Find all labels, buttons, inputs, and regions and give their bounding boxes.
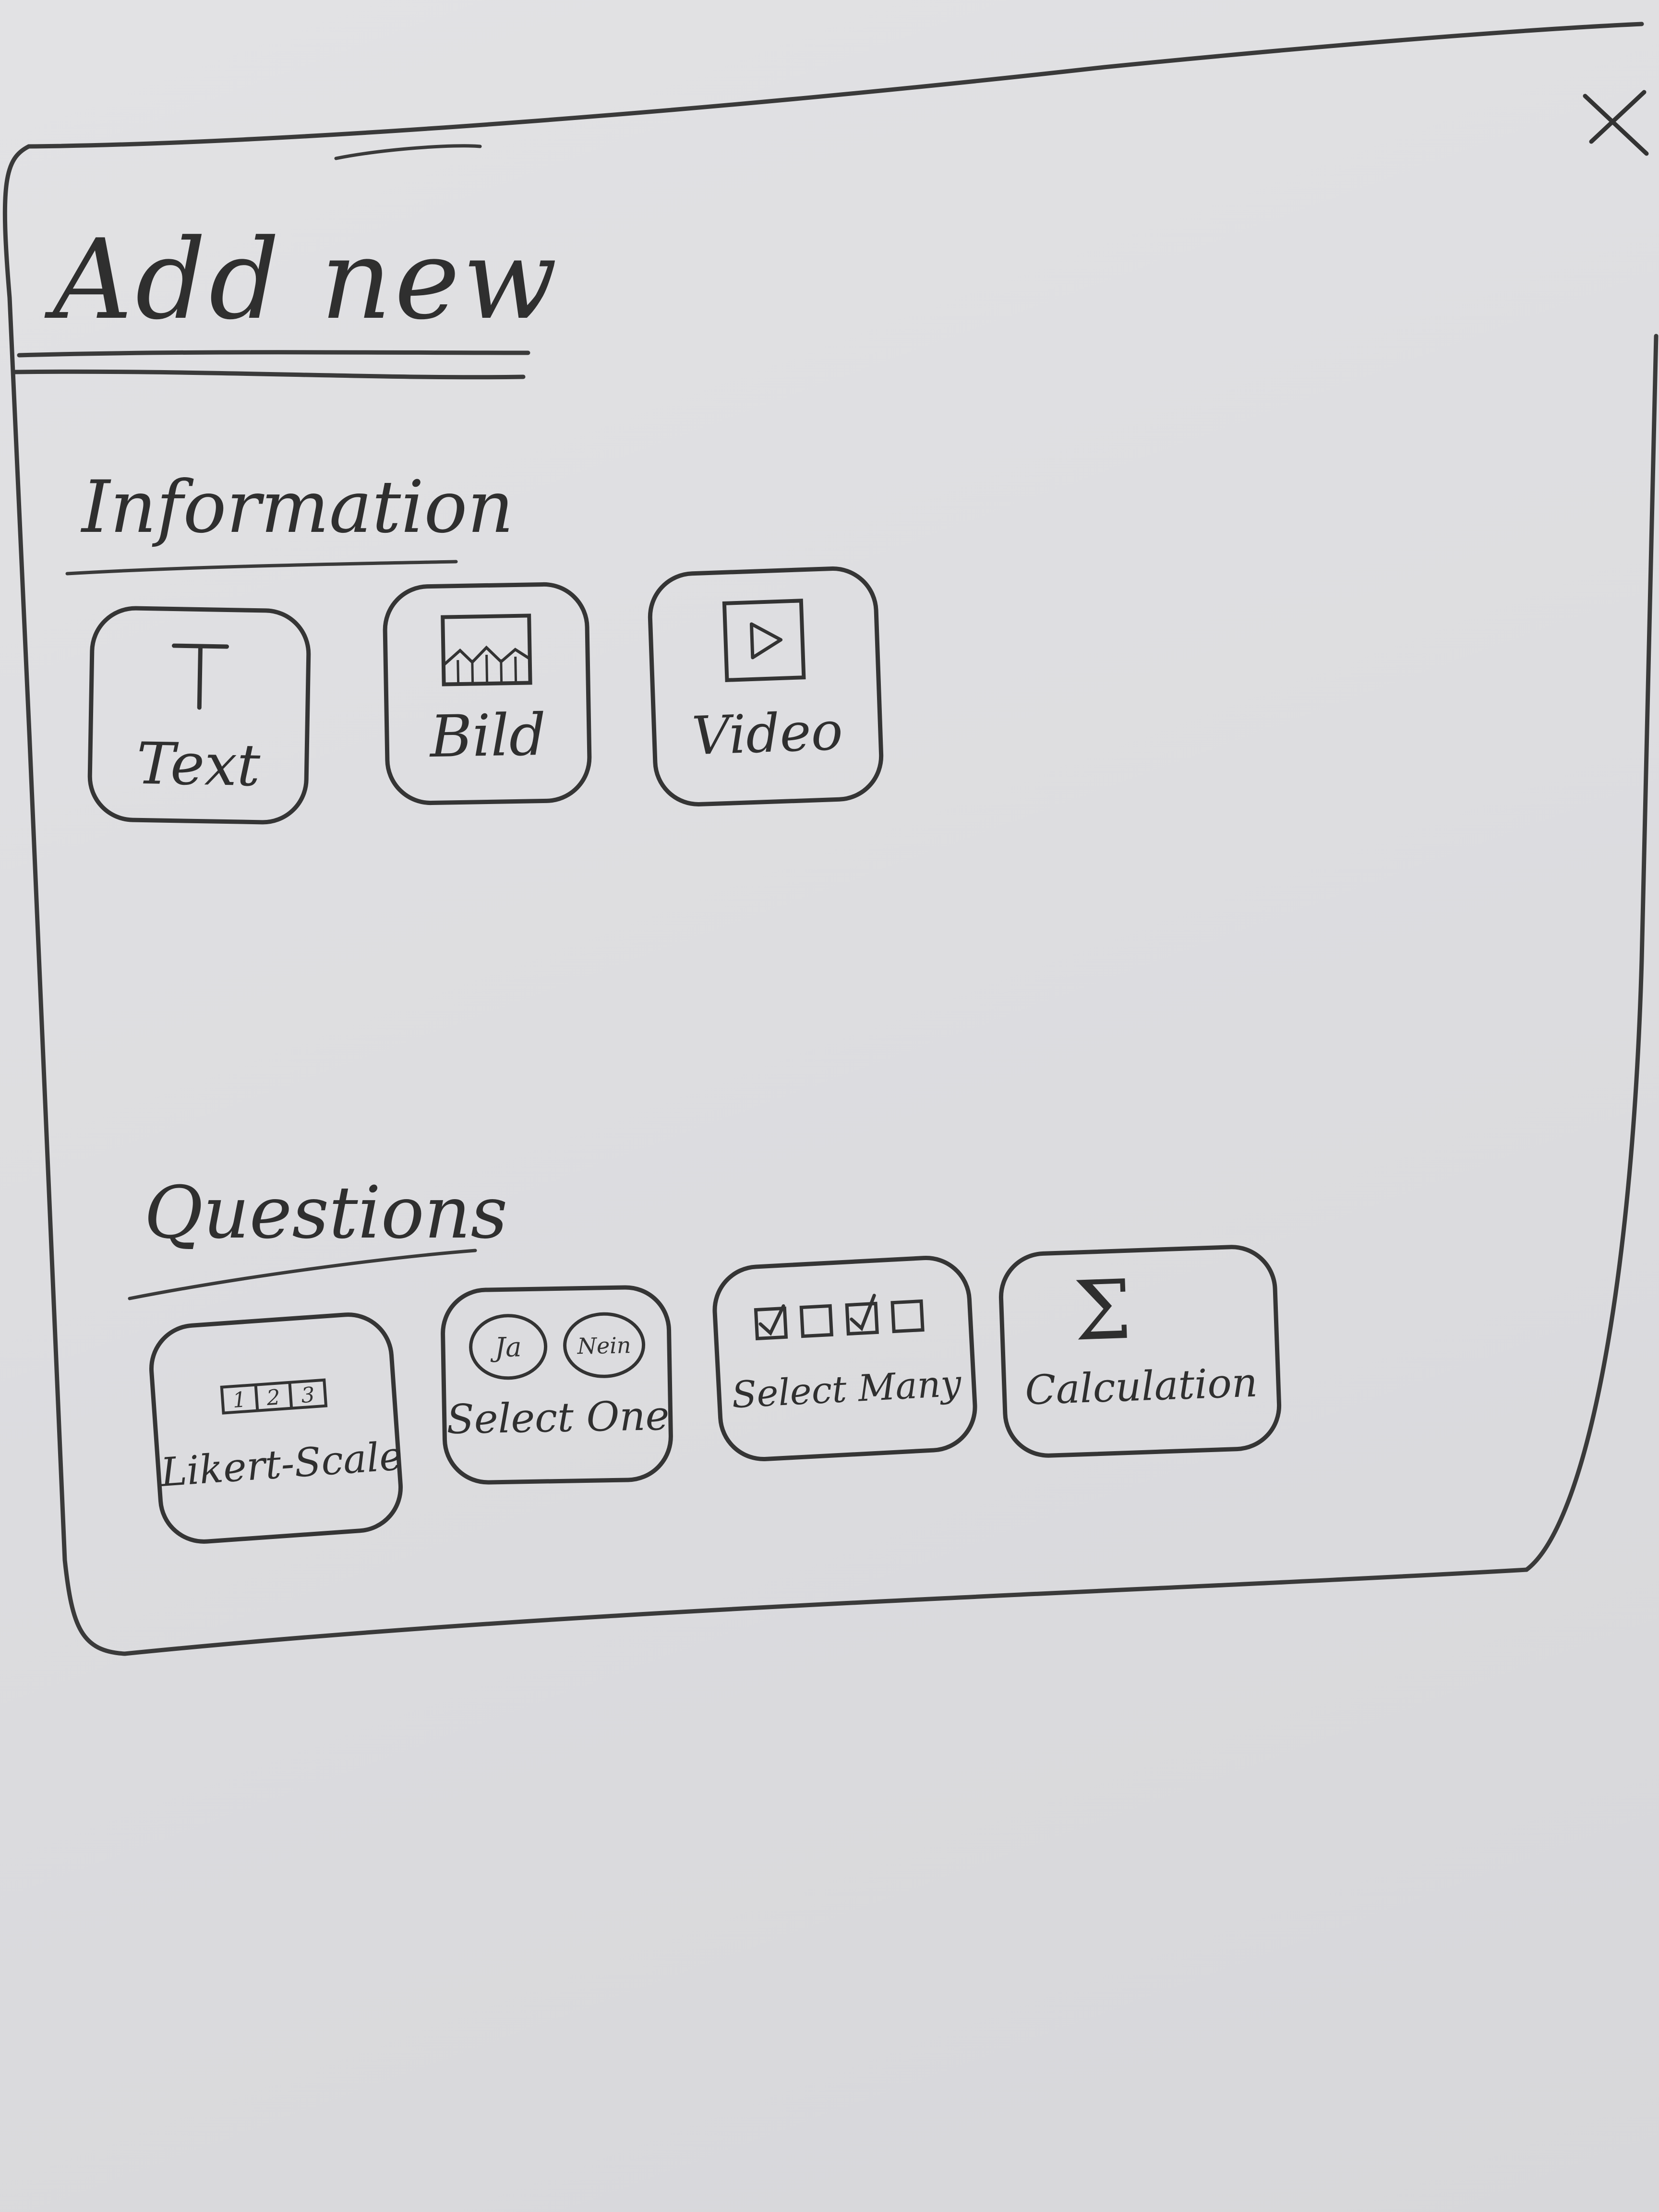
add-likert-scale-tile[interactable]: 1 2 3 Likert-Scale <box>146 1309 406 1547</box>
text-icon <box>172 643 229 710</box>
close-icon <box>1583 90 1649 156</box>
tile-label-likert-scale: Likert-Scale <box>159 1433 404 1496</box>
select-one-icon: Ja Nein <box>469 1312 646 1380</box>
questions-heading: Questions <box>144 1171 508 1255</box>
information-heading: Information <box>82 466 514 549</box>
tile-label-image: Bild <box>429 701 547 771</box>
tile-label-video: Video <box>691 700 844 767</box>
select-one-option: Nein <box>577 1332 631 1359</box>
select-one-option: Ja <box>490 1332 522 1363</box>
likert-scale-value: 3 <box>301 1382 315 1408</box>
add-select-one-tile[interactable]: Ja Nein Select One <box>440 1284 674 1486</box>
tile-label-calculation: Calculation <box>1024 1358 1259 1414</box>
tile-label-select-one: Select One <box>446 1392 670 1443</box>
add-calculation-tile[interactable]: Σ Calculation <box>997 1243 1283 1459</box>
likert-scale-value: 1 <box>232 1387 247 1413</box>
add-image-tile[interactable]: Bild <box>382 581 592 806</box>
video-icon <box>722 599 806 682</box>
dialog-title: Add new <box>53 216 560 344</box>
image-icon <box>441 613 532 686</box>
tile-label-select-many: Select Many <box>731 1361 962 1417</box>
likert-scale-icon: 1 2 3 <box>220 1378 328 1415</box>
close-button[interactable] <box>1579 86 1651 158</box>
select-many-icon <box>754 1294 925 1341</box>
add-video-tile[interactable]: Video <box>646 565 885 808</box>
add-select-many-tile[interactable]: Select Many <box>710 1253 980 1464</box>
tile-label-text: Text <box>136 730 261 800</box>
sigma-icon: Σ <box>1072 1262 1133 1359</box>
likert-scale-value: 2 <box>265 1385 281 1410</box>
add-text-tile[interactable]: Text <box>87 605 312 825</box>
